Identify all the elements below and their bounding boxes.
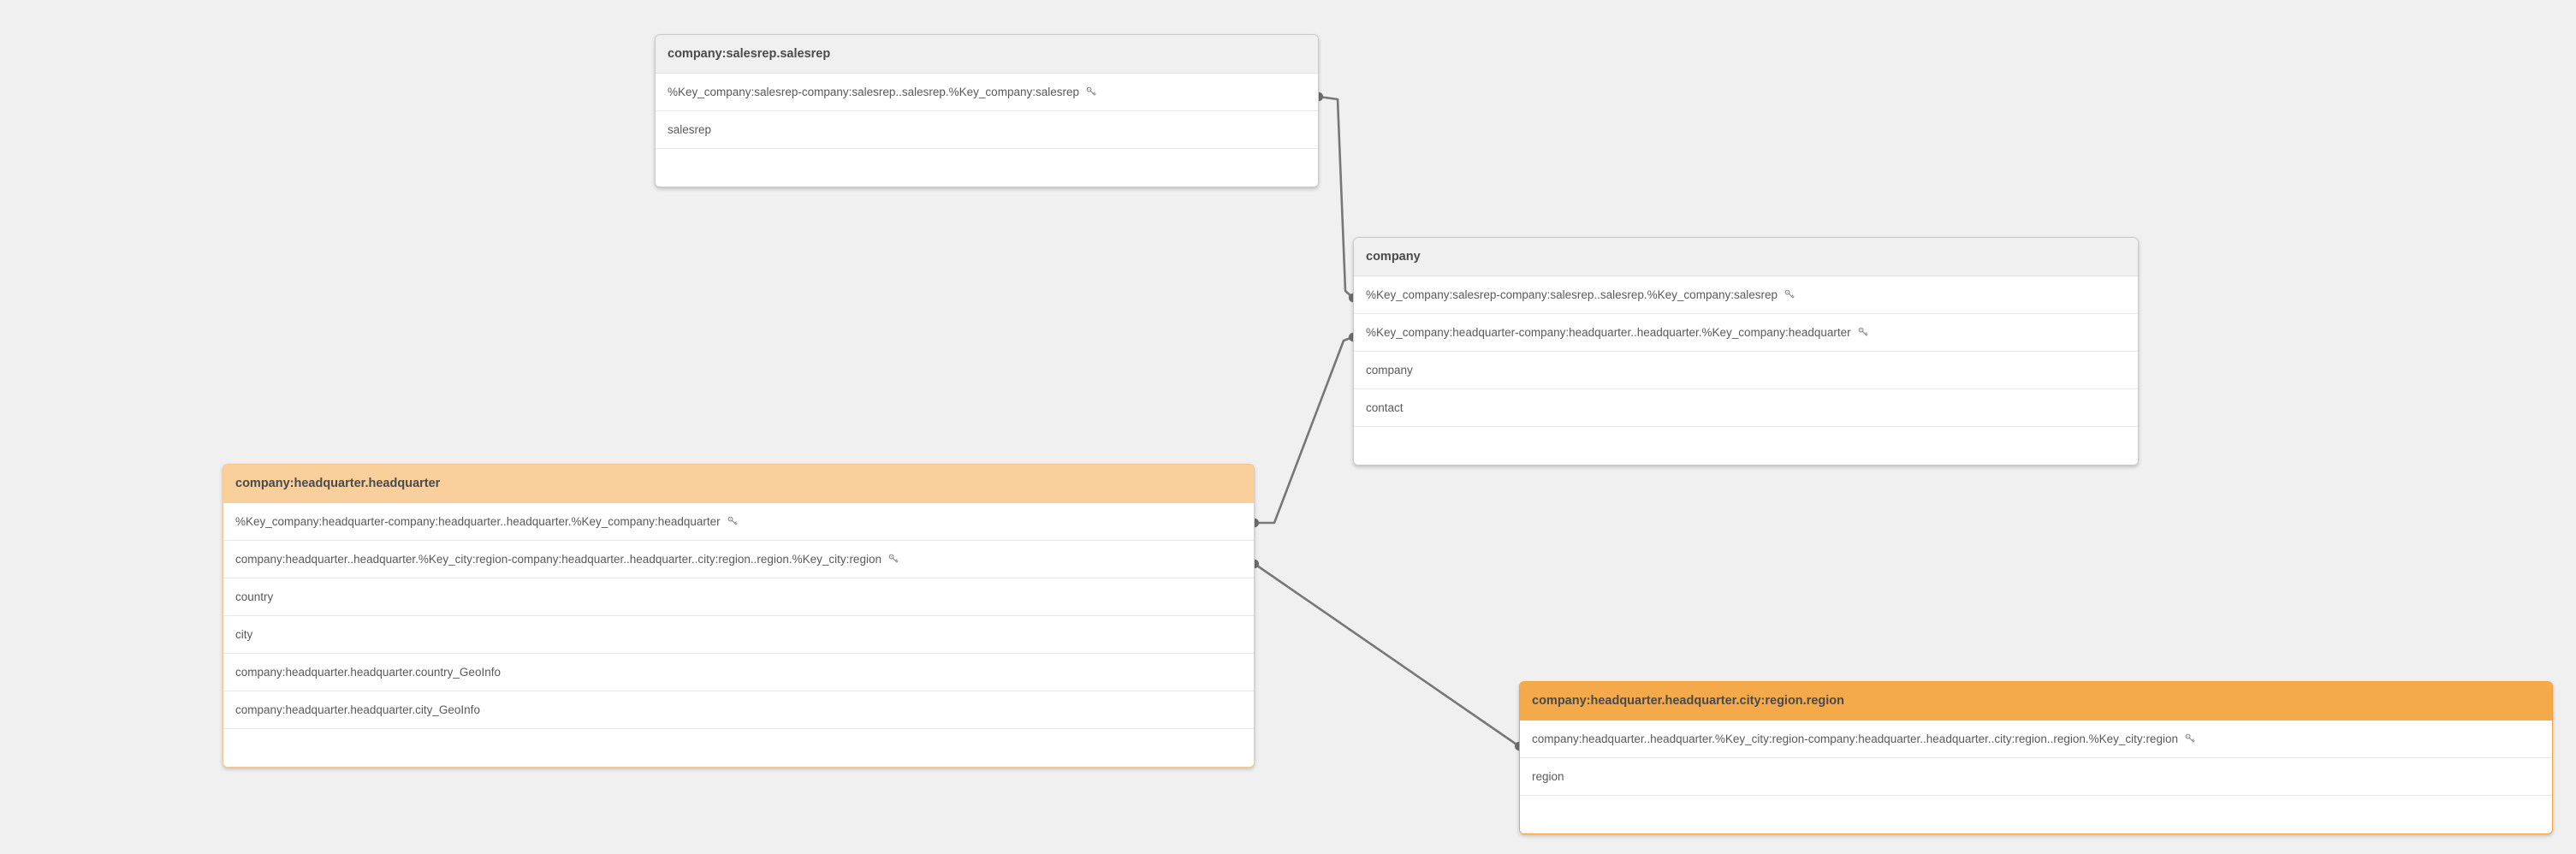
table-node-salesrep[interactable]: company:salesrep.salesrep %Key_company:sa… xyxy=(655,34,1319,187)
field-list: %Key_company:headquarter-company:headqua… xyxy=(223,503,1254,767)
key-icon xyxy=(1857,326,1870,339)
key-icon xyxy=(1784,288,1796,301)
table-node-company[interactable]: company %Key_company:salesrep-company:sal… xyxy=(1353,237,2139,466)
edge-line xyxy=(1317,95,1355,299)
field-label: %Key_company:salesrep-company:salesrep..… xyxy=(1366,288,1778,302)
field-label: company xyxy=(1366,364,1413,377)
field-row[interactable]: contact xyxy=(1354,389,2138,427)
edge-line xyxy=(1253,562,1521,748)
field-label: company:headquarter..headquarter.%Key_ci… xyxy=(235,553,881,566)
edge-salesrep-to-company xyxy=(1314,92,1358,303)
field-label: %Key_company:salesrep-company:salesrep..… xyxy=(668,86,1079,99)
field-label: %Key_company:headquarter-company:headqua… xyxy=(1366,326,1851,340)
edge-line xyxy=(1253,335,1355,525)
field-label: region xyxy=(1532,770,1564,784)
key-icon xyxy=(2184,732,2197,745)
table-node-region[interactable]: company:headquarter.headquarter.city:reg… xyxy=(1519,681,2553,834)
field-row-empty xyxy=(1520,796,2552,833)
field-row[interactable]: salesrep xyxy=(656,111,1318,149)
field-row[interactable]: company:headquarter.headquarter.city_Geo… xyxy=(223,691,1254,729)
edge-headquarter-to-company xyxy=(1249,332,1358,528)
field-row[interactable]: company:headquarter.headquarter.country_… xyxy=(223,654,1254,691)
field-list: %Key_company:salesrep-company:salesrep..… xyxy=(656,74,1318,187)
field-row-empty xyxy=(656,149,1318,187)
field-label: country xyxy=(235,590,274,604)
field-row[interactable]: %Key_company:headquarter-company:headqua… xyxy=(1354,314,2138,352)
field-row[interactable]: %Key_company:headquarter-company:headqua… xyxy=(223,503,1254,541)
key-icon xyxy=(727,515,739,528)
table-node-title: company xyxy=(1354,238,2138,276)
field-row[interactable]: company xyxy=(1354,352,2138,389)
key-icon xyxy=(1085,86,1098,98)
field-label: city xyxy=(235,628,253,642)
field-label: company:headquarter.headquarter.country_… xyxy=(235,666,501,679)
field-list: company:headquarter..headquarter.%Key_ci… xyxy=(1520,721,2552,833)
field-label: company:headquarter..headquarter.%Key_ci… xyxy=(1532,732,2178,746)
field-row-empty xyxy=(1354,427,2138,465)
table-node-headquarter[interactable]: company:headquarter.headquarter %Key_comp… xyxy=(223,464,1255,768)
edge-headquarter-to-region xyxy=(1249,559,1524,751)
field-label: contact xyxy=(1366,401,1404,415)
field-row[interactable]: country xyxy=(223,578,1254,616)
table-node-title: company:headquarter.headquarter.city:reg… xyxy=(1520,682,2552,721)
field-row[interactable]: %Key_company:salesrep-company:salesrep..… xyxy=(1354,276,2138,314)
field-row[interactable]: company:headquarter..headquarter.%Key_ci… xyxy=(1520,721,2552,758)
field-row[interactable]: region xyxy=(1520,758,2552,796)
field-row-empty xyxy=(223,729,1254,767)
field-label: salesrep xyxy=(668,123,712,137)
field-row[interactable]: %Key_company:salesrep-company:salesrep..… xyxy=(656,74,1318,111)
table-node-title: company:salesrep.salesrep xyxy=(656,35,1318,74)
table-node-title: company:headquarter.headquarter xyxy=(223,465,1254,503)
field-row[interactable]: city xyxy=(223,616,1254,654)
field-label: company:headquarter.headquarter.city_Geo… xyxy=(235,703,480,717)
field-label: %Key_company:headquarter-company:headqua… xyxy=(235,515,721,529)
key-icon xyxy=(887,553,900,566)
field-list: %Key_company:salesrep-company:salesrep..… xyxy=(1354,276,2138,465)
field-row[interactable]: company:headquarter..headquarter.%Key_ci… xyxy=(223,541,1254,578)
